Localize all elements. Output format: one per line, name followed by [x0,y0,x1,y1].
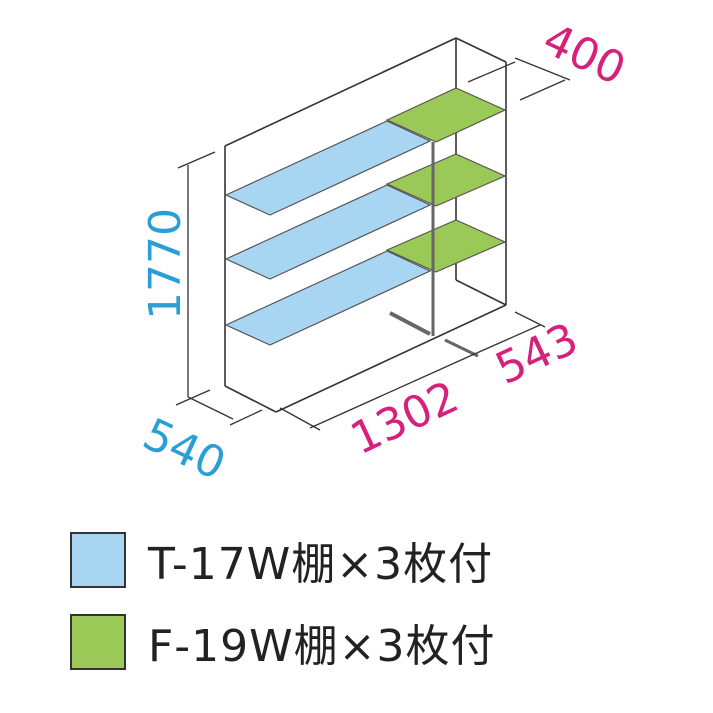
green-shelves [385,87,507,273]
dimension-lines [175,57,571,431]
legend-label: T-17W棚×3枚付 [148,539,494,590]
blue-shelves [224,120,432,346]
legend-item-blue-shelf: T-17W棚×3枚付 [70,530,630,590]
dim-depth-left: 540 [135,409,233,491]
legend-item-green-shelf: F-19W棚×3枚付 [70,612,630,672]
green-swatch-icon [70,614,126,670]
frame-outline [224,37,507,413]
shelf-dimension-diagram: 1770 540 1302 543 400 [135,14,633,491]
blue-swatch-icon [70,532,126,588]
dim-height: 1770 [140,208,191,320]
dim-shelf-depth: 400 [535,14,633,96]
legend-label: F-19W棚×3枚付 [148,621,496,672]
dim-depth-right: 543 [488,313,586,395]
center-post [389,142,479,358]
